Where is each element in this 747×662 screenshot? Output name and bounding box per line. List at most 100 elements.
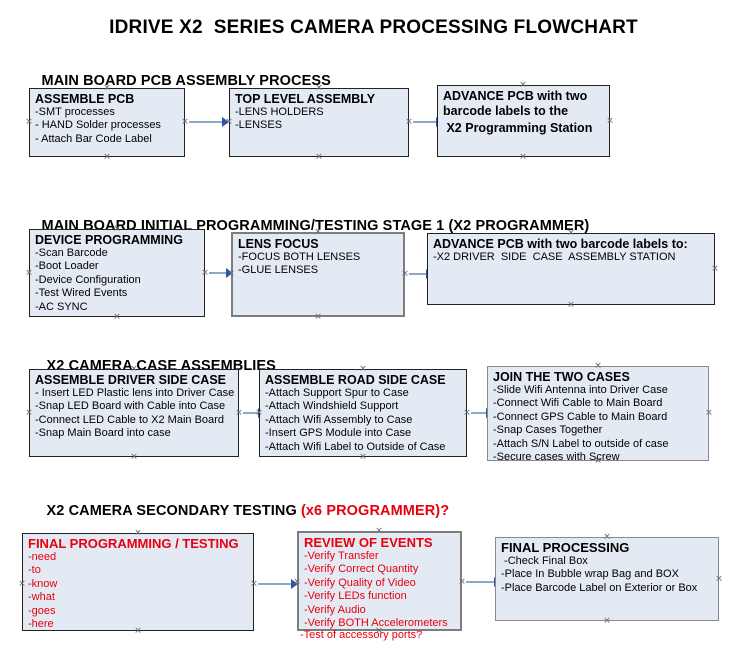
node-item-overflow: -Test of accessory ports? xyxy=(300,629,423,641)
node-top-level-assembly[interactable]: TOP LEVEL ASSEMBLY -LENS HOLDERS -LENSES xyxy=(229,88,409,157)
connector-arrow xyxy=(413,121,437,123)
node-final-processing[interactable]: FINAL PROCESSING -Check Final Box -Place… xyxy=(495,537,719,621)
connection-point: ✕ xyxy=(103,82,111,93)
connection-point: ✕ xyxy=(235,407,243,418)
node-title: FINAL PROCESSING xyxy=(501,540,630,555)
node-item: -SMT processes xyxy=(35,106,115,118)
node-advance-pcb-to-driver-side-case-assembly[interactable]: ADVANCE PCB with two barcode labels to: … xyxy=(427,233,715,305)
node-assemble-road-side-case[interactable]: ASSEMBLE ROAD SIDE CASE -Attach Support … xyxy=(259,369,467,457)
node-title: ASSEMBLE PCB xyxy=(35,92,135,106)
connection-point: ✕ xyxy=(293,576,301,587)
connection-point: ✕ xyxy=(519,151,527,162)
connection-point: ✕ xyxy=(519,79,527,90)
connection-point: ✕ xyxy=(113,311,121,322)
node-final-programming-testing[interactable]: FINAL PROGRAMMING / TESTING -need -to -k… xyxy=(22,533,254,631)
connector-arrow xyxy=(189,121,223,123)
connection-point: ✕ xyxy=(315,82,323,93)
node-item: -AC SYNC xyxy=(35,300,88,313)
node-title: ASSEMBLE DRIVER SIDE CASE xyxy=(35,373,227,387)
node-item: -Snap LED Board with Cable into Case xyxy=(35,400,226,413)
node-title: TOP LEVEL ASSEMBLY xyxy=(235,92,376,106)
connection-point: ✕ xyxy=(594,455,602,466)
node-item: -Insert GPS Module into Case xyxy=(265,427,412,440)
node-title: ADVANCE PCB with two barcode labels to: xyxy=(433,237,688,251)
node-item: -know xyxy=(28,577,58,590)
connection-point: ✕ xyxy=(375,525,383,536)
connector-arrowhead xyxy=(291,579,298,589)
connector-arrowhead xyxy=(222,117,229,127)
node-item: -Connect LED Cable to X2 Main Board xyxy=(35,413,224,426)
node-review-of-events[interactable]: REVIEW OF EVENTS -Verify Transfer -Verif… xyxy=(297,531,462,631)
node-item: -Snap Cases Together xyxy=(493,424,603,437)
connection-point: ✕ xyxy=(18,578,26,589)
connection-point: ✕ xyxy=(405,116,413,127)
connection-point: ✕ xyxy=(113,223,121,234)
node-item: -goes xyxy=(28,604,56,617)
node-device-programming[interactable]: DEVICE PROGRAMMING -Scan Barcode -Boot L… xyxy=(29,229,205,317)
section-heading-accent: (x6 PROGRAMMER)? xyxy=(300,503,450,519)
connector-arrow xyxy=(258,583,292,585)
node-item: -here xyxy=(28,618,54,631)
connector-arrowhead xyxy=(226,268,233,278)
node-title: ASSEMBLE ROAD SIDE CASE xyxy=(265,373,446,387)
node-item: - HAND Solder processes xyxy=(35,119,161,132)
connection-point: ✕ xyxy=(130,363,138,374)
node-item: X2 Programming Station xyxy=(443,120,593,135)
node-item: -GLUE LENSES xyxy=(238,264,319,277)
node-item: - Insert LED Plastic lens into Driver Ca… xyxy=(35,387,235,399)
node-item: -LENS HOLDERS xyxy=(235,106,324,118)
node-item: -LENSES xyxy=(235,119,283,132)
node-item: -Boot Loader xyxy=(35,260,99,273)
connection-point: ✕ xyxy=(227,268,235,279)
node-join-the-two-cases[interactable]: JOIN THE TWO CASES -Slide Wifi Antenna i… xyxy=(487,366,709,463)
node-item: -Verify Quality of Video xyxy=(304,576,416,589)
node-item: -Scan Barcode xyxy=(35,247,108,259)
node-title: JOIN THE TWO CASES xyxy=(493,370,630,384)
connection-point: ✕ xyxy=(25,267,33,278)
node-item: - Attach Bar Code Label xyxy=(35,132,152,145)
node-item: -need xyxy=(28,551,57,563)
node-item: -Attach S/N Label to outside of case xyxy=(493,437,669,450)
connection-point: ✕ xyxy=(567,227,575,238)
connector-arrow xyxy=(243,412,259,414)
connection-point: ✕ xyxy=(25,407,33,418)
node-item: -Attach Wifi Assembly to Case xyxy=(265,413,413,426)
connection-point: ✕ xyxy=(567,299,575,310)
node-item: -Snap Main Board into case xyxy=(35,427,171,440)
node-item: -Connect Wifi Cable to Main Board xyxy=(493,397,663,410)
node-item: -X2 DRIVER SIDE CASE ASSEMBLY STATION xyxy=(433,251,676,263)
connection-point: ✕ xyxy=(130,451,138,462)
node-title: REVIEW OF EVENTS xyxy=(304,535,433,550)
connection-point: ✕ xyxy=(134,625,142,636)
connector-arrow xyxy=(209,272,227,274)
node-item: -Verify BOTH Accelerometers xyxy=(304,617,448,630)
connection-point: ✕ xyxy=(103,151,111,162)
connection-point: ✕ xyxy=(25,116,33,127)
connection-point: ✕ xyxy=(711,263,719,274)
node-item: -Test Wired Events xyxy=(35,287,128,300)
section-heading-text: MAIN BOARD PCB ASSEMBLY PROCESS xyxy=(41,73,331,89)
connection-point: ✕ xyxy=(255,407,263,418)
section-heading-text: X2 CAMERA SECONDARY TESTING xyxy=(46,503,301,519)
connection-point: ✕ xyxy=(594,360,602,371)
node-item: -Attach Wifi Label to Outside of Case xyxy=(265,440,446,453)
connection-point: ✕ xyxy=(201,267,209,278)
node-title: ADVANCE PCB with two xyxy=(443,89,588,103)
connection-point: ✕ xyxy=(375,625,383,636)
node-title: DEVICE PROGRAMMING xyxy=(35,233,183,247)
node-item: -Connect GPS Cable to Main Board xyxy=(493,410,668,423)
node-assemble-driver-side-case[interactable]: ASSEMBLE DRIVER SIDE CASE - Insert LED P… xyxy=(29,369,239,457)
node-item: -Place Barcode Label on Exterior or Box xyxy=(501,581,698,594)
connection-point: ✕ xyxy=(705,407,713,418)
node-advance-pcb-to-x2-programming-station[interactable]: ADVANCE PCB with two barcode labels to t… xyxy=(437,85,610,157)
node-item: -Attach Support Spur to Case xyxy=(265,387,409,399)
node-assemble-pcb[interactable]: ASSEMBLE PCB -SMT processes - HAND Solde… xyxy=(29,88,185,157)
connection-point: ✕ xyxy=(606,115,614,126)
node-lens-focus[interactable]: LENS FOCUS -FOCUS BOTH LENSES -GLUE LENS… xyxy=(231,232,405,317)
node-item: -Attach Windshield Support xyxy=(265,400,399,413)
node-item: -Device Configuration xyxy=(35,273,141,286)
node-item: -Check Final Box xyxy=(501,555,588,567)
node-item: -what xyxy=(28,591,55,604)
node-item: -Verify Audio xyxy=(304,603,366,616)
